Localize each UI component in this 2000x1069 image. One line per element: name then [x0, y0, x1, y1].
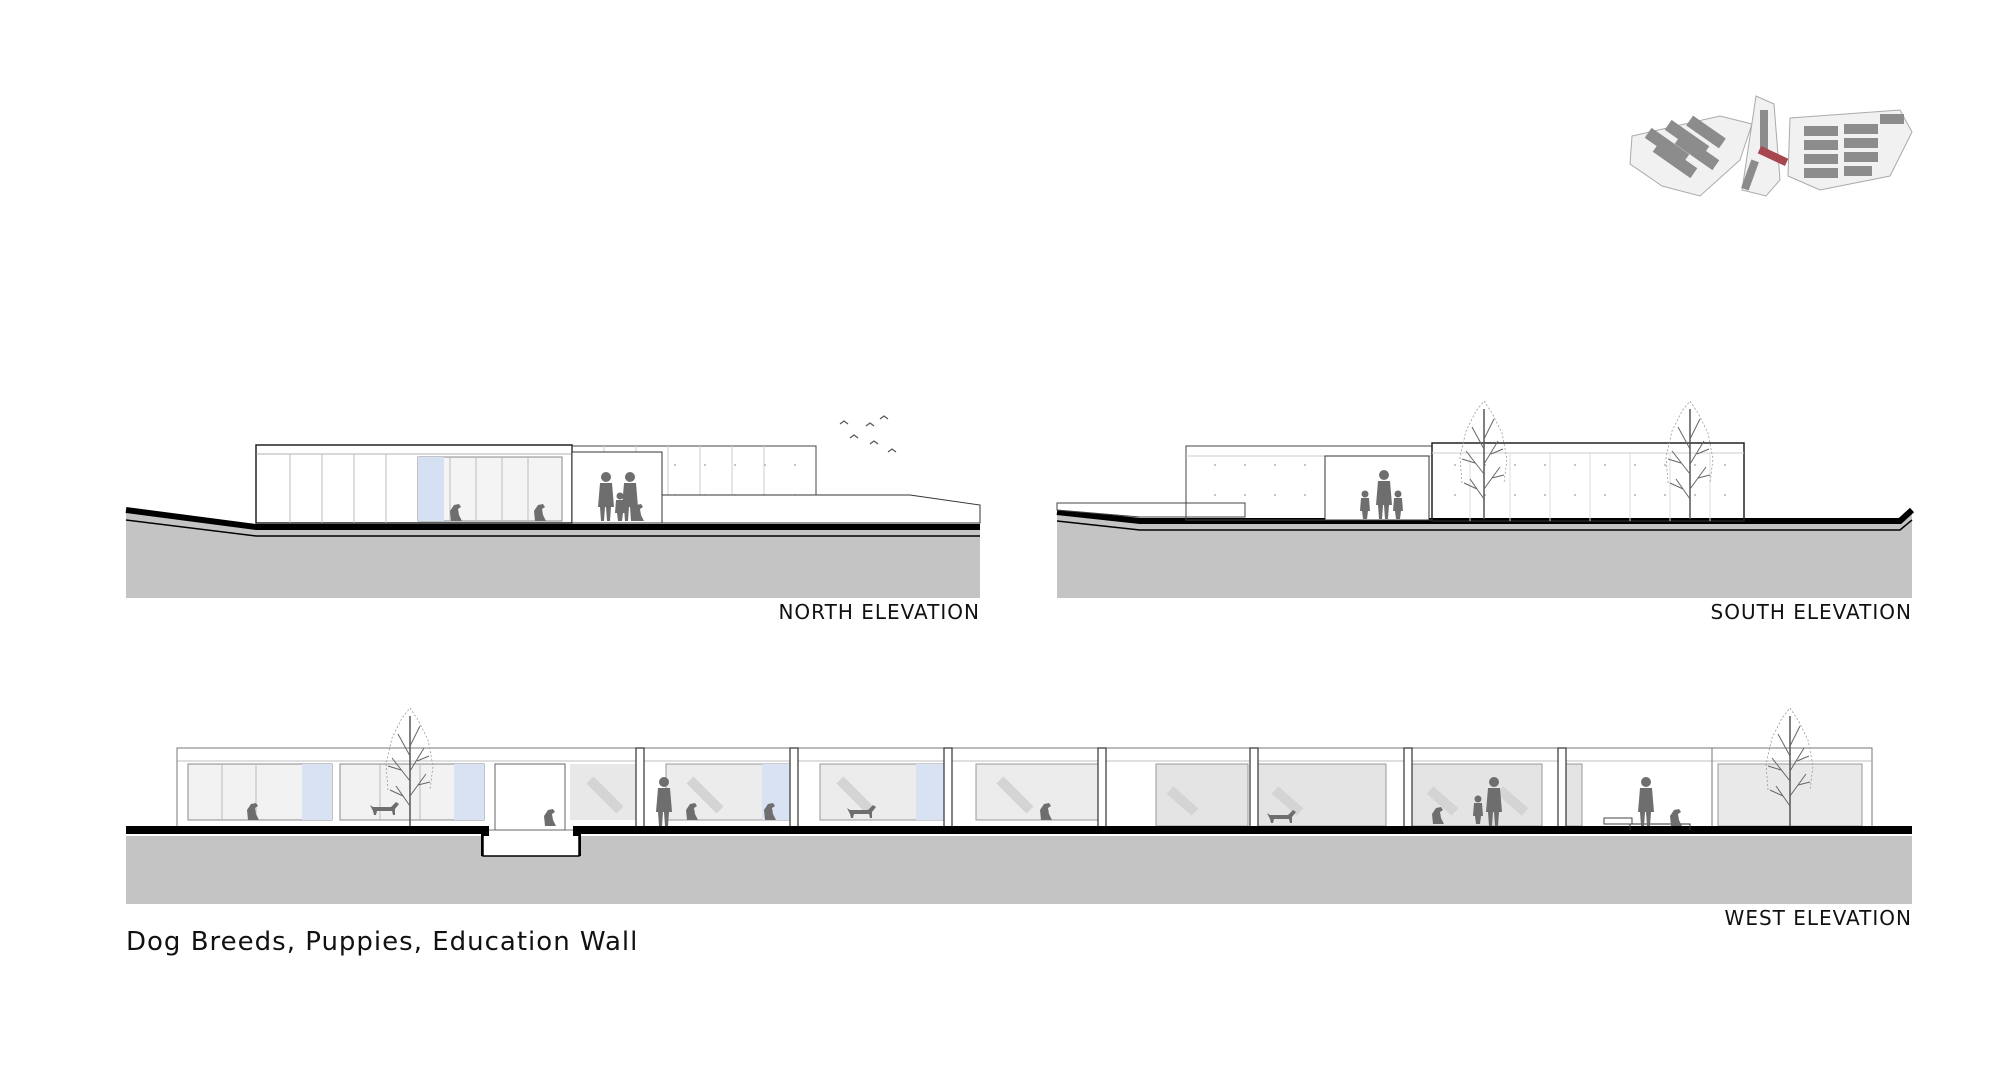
west-elevation-label: WEST ELEVATION	[1725, 906, 1912, 930]
key-plan	[1629, 95, 1913, 197]
sheet-caption: Dog Breeds, Puppies, Education Wall	[126, 927, 638, 957]
north-elevation: NORTH ELEVATION	[125, 415, 981, 624]
north-ground	[125, 507, 980, 598]
light-streaks	[586, 776, 1529, 816]
key-plan-buildings	[1644, 110, 1904, 191]
north-elevation-label: NORTH ELEVATION	[778, 600, 980, 624]
key-plan-highlight	[1757, 146, 1789, 166]
south-elevation: SOUTH ELEVATION	[1056, 400, 1915, 624]
west-elevation: WEST ELEVATION	[126, 707, 1912, 930]
south-right-volume	[1431, 442, 1745, 522]
north-main-volume	[255, 444, 573, 524]
bench	[1603, 817, 1633, 825]
birds	[839, 415, 897, 453]
south-left-volume	[1185, 445, 1433, 521]
south-elevation-label: SOUTH ELEVATION	[1711, 600, 1912, 624]
west-ground	[126, 823, 1912, 904]
south-ground	[1056, 507, 1915, 598]
